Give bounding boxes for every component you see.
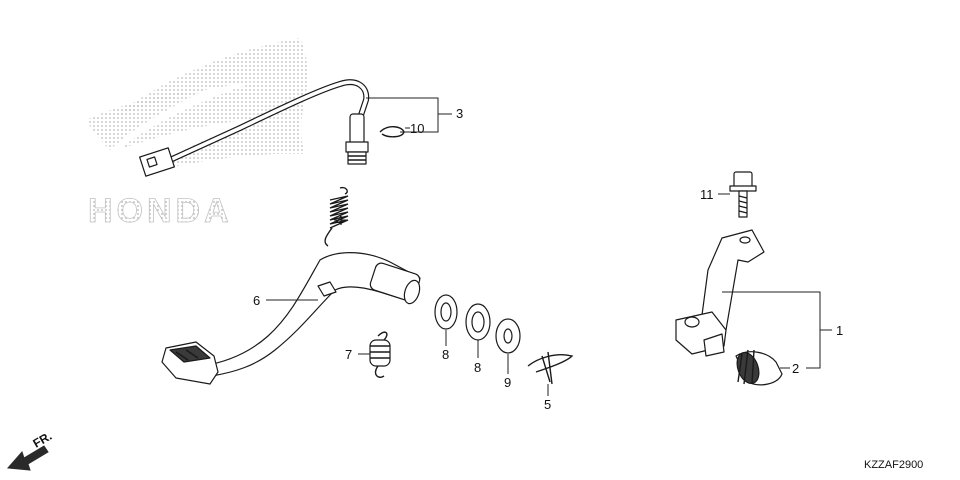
- honda-watermark-text: HONDA: [88, 192, 233, 230]
- callout-1: 1: [836, 323, 843, 338]
- callout-8b: 8: [474, 360, 481, 375]
- shift-peg-part-2: [735, 349, 783, 386]
- callout-2: 2: [792, 361, 799, 376]
- shift-lever-part-1: [675, 229, 765, 357]
- callout-10: 10: [410, 121, 424, 136]
- spring-part-4: [324, 186, 349, 247]
- front-direction-arrow-icon: [6, 445, 49, 471]
- oil-seal-part-8b: [465, 303, 491, 341]
- honda-wing-logo: [86, 38, 308, 172]
- washer-part-9: [495, 318, 521, 354]
- spring-part-7: [369, 331, 391, 378]
- callout-3: 3: [456, 106, 463, 121]
- callout-6: 6: [253, 293, 260, 308]
- callout-4: 4: [336, 213, 343, 228]
- oil-seal-part-8a: [434, 294, 458, 330]
- callout-8a: 8: [442, 347, 449, 362]
- callout-11: 11: [700, 187, 714, 202]
- callout-7: 7: [345, 347, 352, 362]
- cotter-pin-part-5: [527, 351, 574, 385]
- callout-9: 9: [504, 375, 511, 390]
- bolt-part-11: [729, 171, 757, 218]
- front-direction-label: FR.: [31, 429, 55, 451]
- leader-lines: [266, 97, 832, 396]
- diagram-code: KZZAF2900: [864, 459, 923, 471]
- brake-pedal-part-6: [161, 252, 421, 385]
- stop-switch-wire-part-3: [139, 79, 370, 177]
- callout-5: 5: [544, 397, 551, 412]
